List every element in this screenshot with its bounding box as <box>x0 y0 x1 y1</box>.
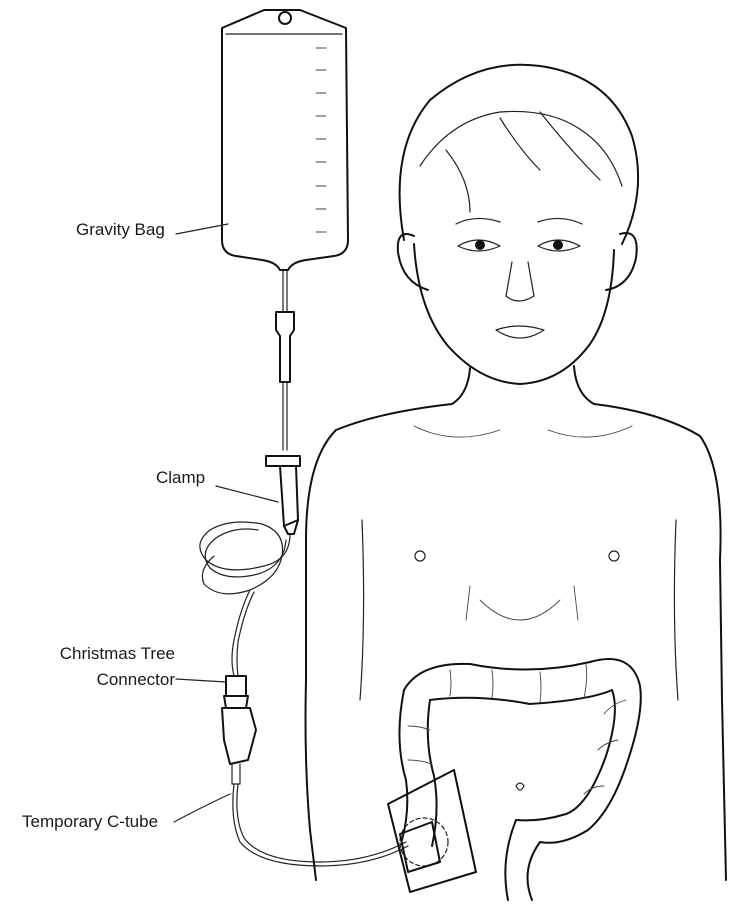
stoma-dressing <box>388 770 476 892</box>
christmas-tree-connector-label-line2: Connector <box>40 670 175 690</box>
tubing-coil <box>200 522 290 676</box>
clamp-leader <box>216 486 278 502</box>
tubing <box>200 270 408 866</box>
clamp-label: Clamp <box>156 468 205 488</box>
christmas-tree-connector-label-line1: Christmas Tree <box>40 644 175 664</box>
gravity-bag <box>222 10 348 270</box>
bag-graduation-marks <box>316 48 326 232</box>
christmas-tree-connector-device <box>222 676 256 784</box>
leader-lines <box>174 224 278 822</box>
gravity-bag-label: Gravity Bag <box>76 220 165 240</box>
connector-leader <box>176 679 226 682</box>
temporary-c-tube-label: Temporary C-tube <box>22 812 158 832</box>
c-tube-leader <box>174 794 230 822</box>
clamp-device <box>266 456 300 534</box>
child-figure <box>306 65 727 880</box>
gravity-bag-leader <box>176 224 228 234</box>
